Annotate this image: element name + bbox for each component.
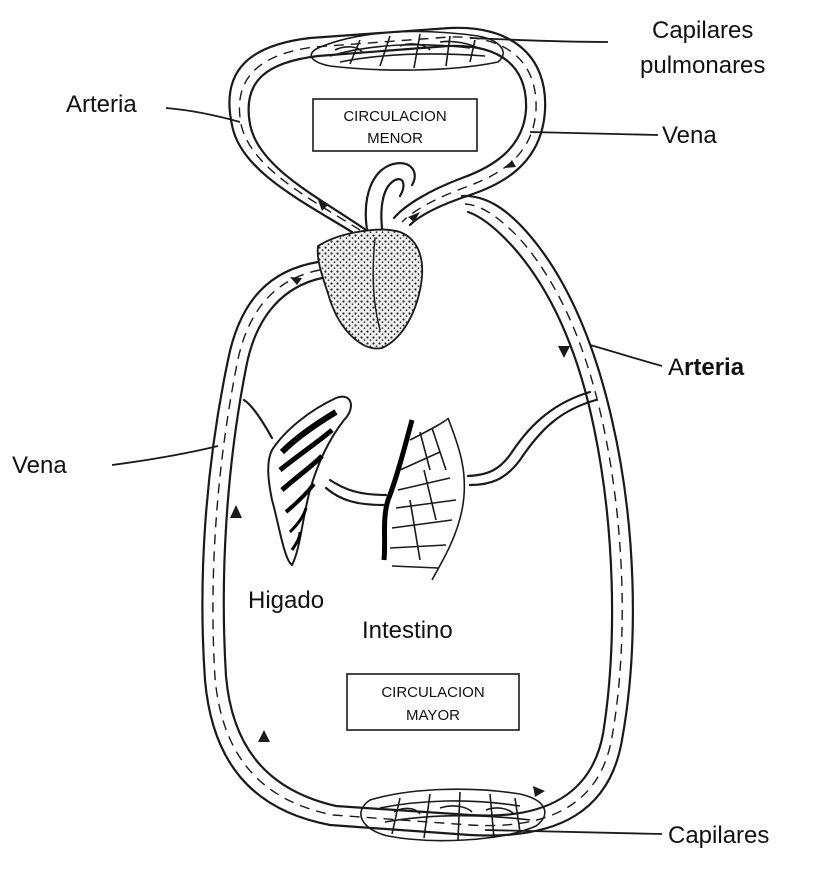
box-mayor-line1: CIRCULACION (381, 684, 484, 701)
circulacion-mayor-box: CIRCULACION MAYOR (347, 674, 519, 730)
flow-arrow-icon (533, 786, 545, 797)
label-capilares-pulmonares-2: pulmonares (640, 52, 765, 79)
box-menor-line2: MENOR (367, 130, 423, 147)
label-arteria-top: Arteria (66, 91, 137, 118)
flow-arrow-icon (290, 277, 302, 285)
label-arteria-right: Arteria (668, 354, 745, 381)
mesenteric-artery (468, 392, 596, 485)
liver (244, 397, 351, 565)
flow-arrow-icon (558, 346, 570, 358)
label-arteria-right-rest: rteria (684, 354, 745, 381)
box-menor-line1: CIRCULACION (343, 108, 446, 125)
box-mayor-line2: MAYOR (406, 707, 460, 724)
label-arteria-right-initial: A (668, 354, 684, 381)
circulacion-menor-box: CIRCULACION MENOR (313, 99, 477, 151)
label-vena-left: Vena (12, 452, 67, 479)
portal-vein (326, 480, 386, 505)
label-capilares-bottom: Capilares (668, 822, 769, 849)
flow-arrow-icon (258, 730, 270, 742)
intestine (384, 418, 464, 580)
heart (318, 230, 423, 349)
flow-arrow-icon (230, 505, 242, 518)
label-higado: Higado (248, 587, 324, 614)
label-intestino: Intestino (362, 617, 453, 644)
label-vena-top: Vena (662, 122, 717, 149)
label-capilares-pulmonares-1: Capilares (652, 17, 753, 44)
flow-arrow-icon (505, 160, 516, 168)
